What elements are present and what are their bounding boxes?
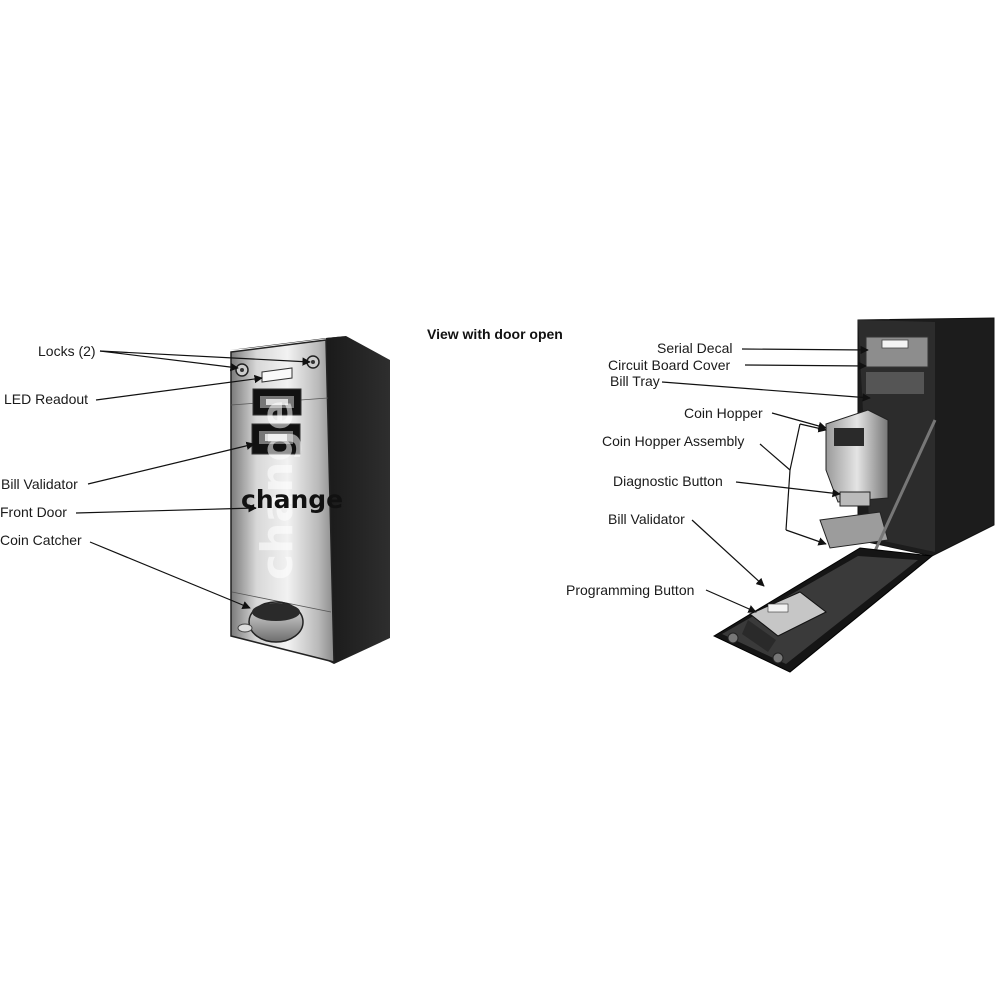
label-open-bill-validator: Bill Validator (608, 511, 685, 527)
closed-view-leaders (75, 350, 311, 609)
open-view-leaders (661, 345, 871, 613)
label-diagnostic-button: Diagnostic Button (613, 473, 723, 489)
front-door-panel (230, 339, 335, 663)
diagnostic-button (839, 491, 871, 507)
label-bill-tray: Bill Tray (610, 373, 660, 389)
heading-door-open: View with door open (427, 326, 563, 342)
vertical-brand-mark: change (252, 400, 303, 580)
cabinet-side (326, 336, 390, 664)
door-bill-validator (749, 591, 827, 637)
label-locks: Locks (2) (38, 343, 96, 359)
label-bill-validator: Bill Validator (1, 476, 78, 492)
label-coin-hopper: Coin Hopper (684, 405, 763, 421)
serial-decal (881, 339, 909, 349)
label-front-door: Front Door (0, 504, 67, 520)
label-circuit-board-cover: Circuit Board Cover (608, 357, 731, 373)
label-serial-decal: Serial Decal (657, 340, 733, 356)
coin-hopper (825, 409, 889, 503)
label-coin-catcher: Coin Catcher (0, 532, 82, 548)
label-coin-hopper-assembly: Coin Hopper Assembly (602, 433, 745, 449)
brand-text: change (241, 485, 343, 514)
label-programming-button: Programming Button (566, 582, 695, 598)
open-machine (712, 317, 995, 673)
cabinet-top (230, 336, 346, 350)
closed-machine: change change (230, 336, 390, 664)
label-led-readout: LED Readout (4, 391, 89, 407)
